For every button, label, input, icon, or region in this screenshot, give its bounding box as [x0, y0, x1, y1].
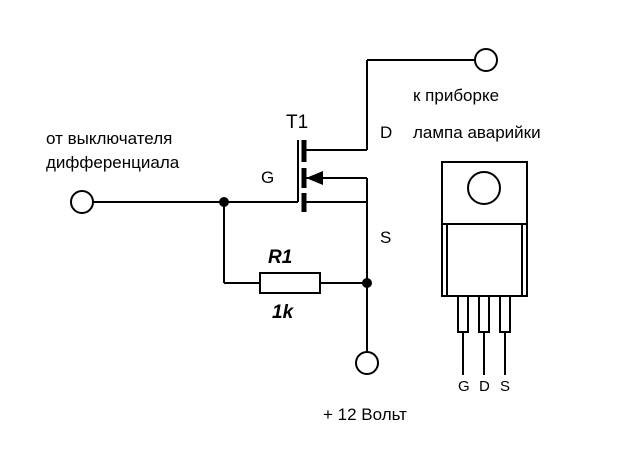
transistor-label: T1 — [286, 112, 308, 133]
resistor-r1 — [259, 272, 321, 294]
gate-label: G — [261, 168, 274, 187]
input-label-line1: от выключателя — [46, 129, 172, 148]
to220-package — [441, 161, 528, 375]
supply-label: + 12 Вольт — [323, 405, 407, 424]
package-pin-d: D — [479, 378, 490, 395]
resistor-value-label: 1k — [272, 302, 295, 323]
drain-label: D — [380, 123, 392, 142]
body-arrow — [306, 171, 323, 185]
source-label: S — [380, 228, 391, 247]
to-panel-label: к приборке — [413, 86, 499, 105]
input-terminal — [70, 190, 94, 214]
top-terminal — [474, 48, 498, 72]
package-pin-g: G — [458, 378, 470, 395]
bottom-terminal — [355, 351, 379, 375]
input-label-line2: дифференциала — [46, 153, 180, 172]
lamp-label: лампа аварийки — [413, 123, 541, 142]
package-pin-s: S — [500, 378, 510, 395]
resistor-name-label: R1 — [268, 247, 292, 268]
